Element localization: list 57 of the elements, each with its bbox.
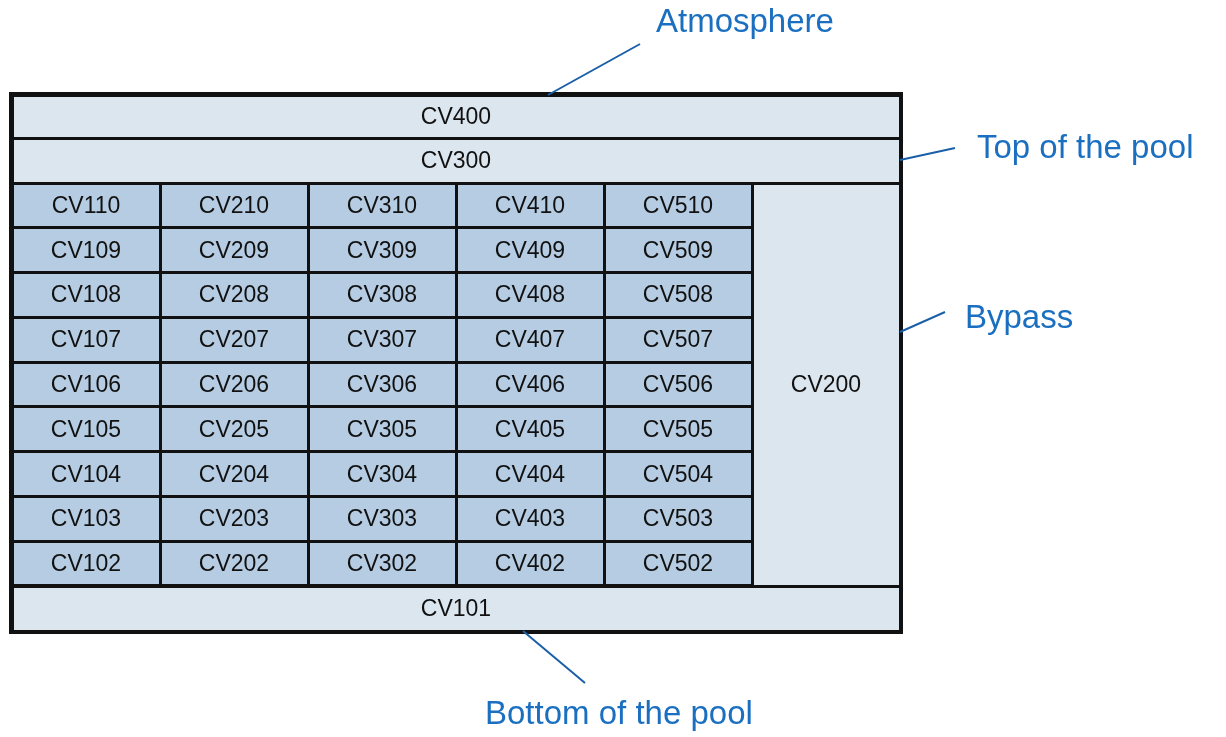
volume-band: CV400 [13,96,899,137]
volume-cell: CV103 [13,497,159,540]
volume-cell: CV503 [605,497,751,540]
volume-cell: CV206 [161,363,307,406]
volume-cell: CV210 [161,184,307,227]
callout-label: Bypass [965,298,1074,336]
callout-label: Bottom of the pool [485,694,753,732]
volume-cell: CV409 [457,229,603,272]
volume-cell: CV107 [13,318,159,361]
volume-cell: CV203 [161,497,307,540]
volume-cell: CV405 [457,408,603,451]
volume-cell: CV310 [309,184,455,227]
volume-cell: CV402 [457,542,603,585]
volume-cell: CV509 [605,229,751,272]
leader-line [899,311,946,333]
volume-cell: CV510 [605,184,751,227]
volume-cell: CV507 [605,318,751,361]
volume-cell: CV109 [13,229,159,272]
volume-cell: CV505 [605,408,751,451]
volume-cell: CV508 [605,274,751,316]
leader-line [547,43,641,96]
volume-cell: CV102 [13,542,159,585]
volume-cell: CV202 [161,542,307,585]
volume-cell: CV404 [457,453,603,495]
leader-line [522,630,586,684]
volume-band: CV101 [13,587,899,630]
volume-cell: CV104 [13,453,159,495]
volume-cell: CV308 [309,274,455,316]
callout-label: Atmosphere [656,2,834,40]
volume-cell: CV302 [309,542,455,585]
volume-cell: CV502 [605,542,751,585]
callout-label: Top of the pool [977,128,1194,166]
volume-cell: CV204 [161,453,307,495]
volume-cell: CV208 [161,274,307,316]
volume-cell: CV306 [309,363,455,406]
volume-cell: CV305 [309,408,455,451]
volume-cell: CV207 [161,318,307,361]
volume-cell: CV407 [457,318,603,361]
volume-cell: CV506 [605,363,751,406]
volume-cell: CV209 [161,229,307,272]
volume-band: CV200 [753,184,899,585]
volume-cell: CV105 [13,408,159,451]
volume-cell: CV108 [13,274,159,316]
volume-cell: CV110 [13,184,159,227]
leader-line [899,147,956,161]
volume-cell: CV504 [605,453,751,495]
volume-cell: CV304 [309,453,455,495]
volume-cell: CV307 [309,318,455,361]
volume-band: CV300 [13,139,899,182]
volume-cell: CV403 [457,497,603,540]
volume-cell: CV205 [161,408,307,451]
volume-cell: CV303 [309,497,455,540]
volume-cell: CV406 [457,363,603,406]
volume-cell: CV309 [309,229,455,272]
volume-cell: CV106 [13,363,159,406]
volume-cell: CV410 [457,184,603,227]
volume-cell: CV408 [457,274,603,316]
